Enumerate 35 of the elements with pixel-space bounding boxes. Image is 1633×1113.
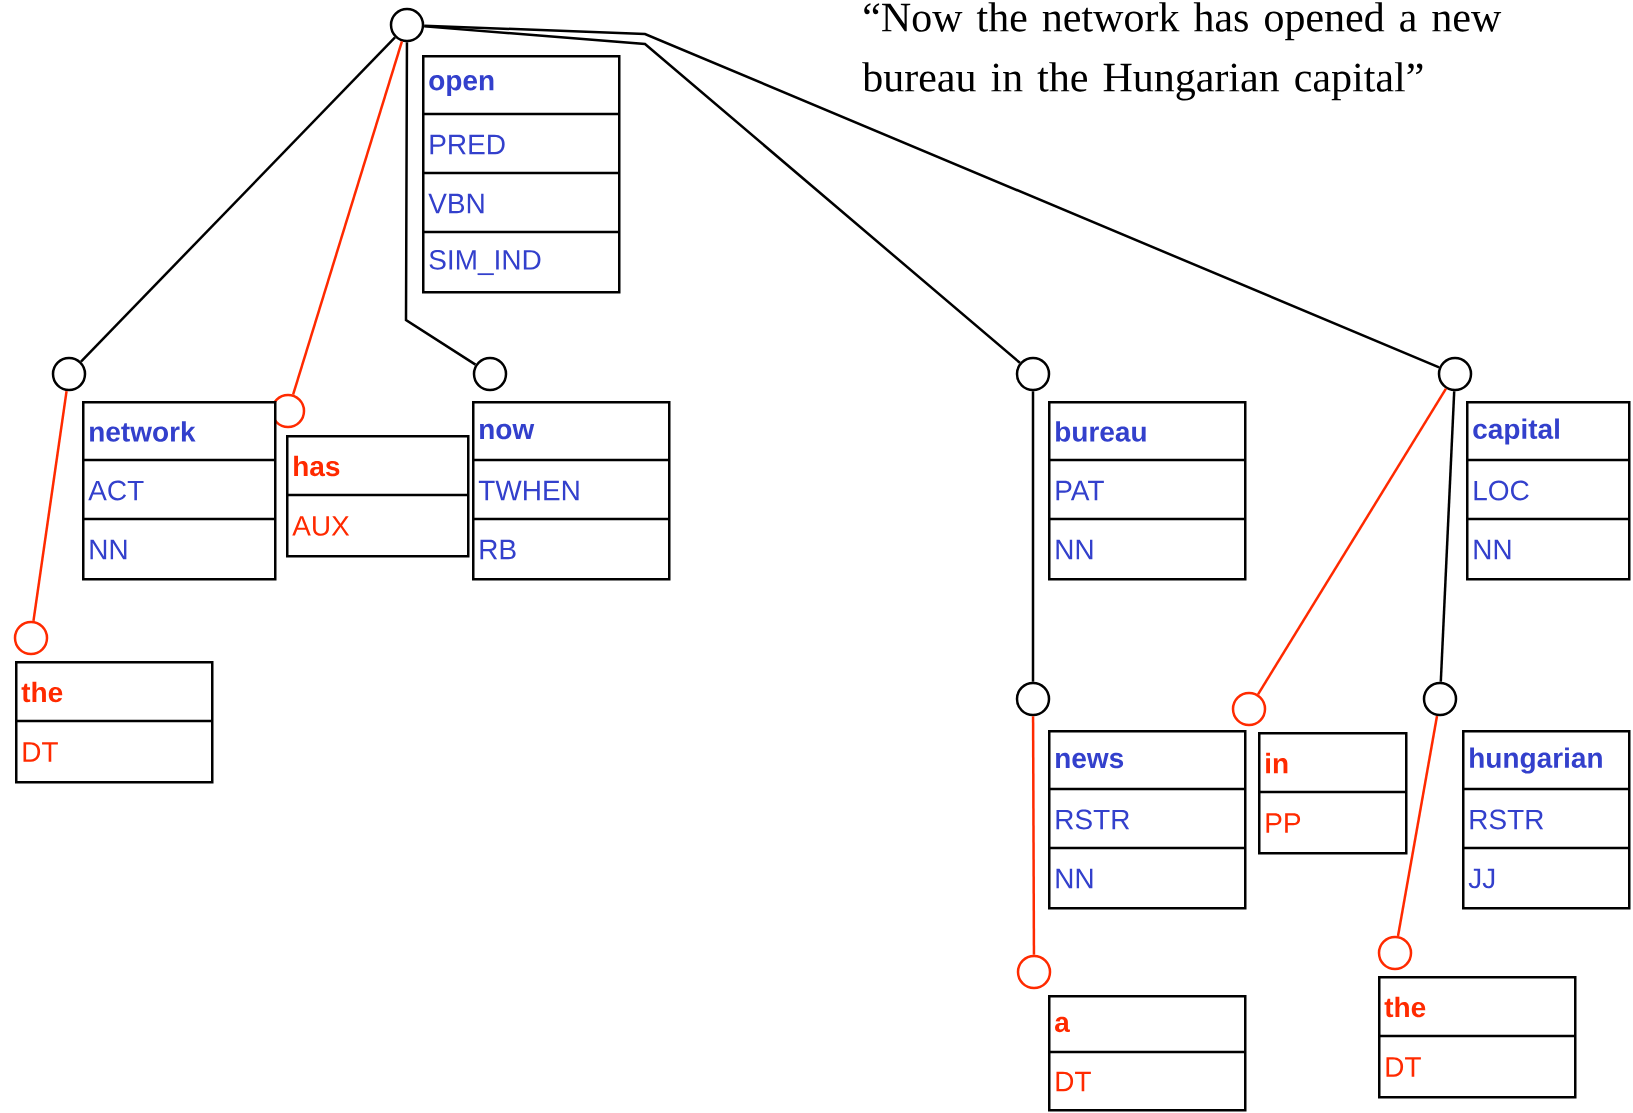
attribute-table: capital LOC NN — [1466, 401, 1631, 581]
tree-edge — [1257, 388, 1448, 695]
attribute-table: open PRED VBN SIM_IND — [422, 55, 621, 294]
tree-node-circle — [389, 7, 425, 43]
attribute-table: the DT — [15, 661, 214, 784]
attribute-table: bureau PAT NN — [1048, 401, 1247, 581]
tree-node-circle — [1437, 356, 1473, 392]
tree-edge — [1031, 716, 1036, 955]
tree-edge — [32, 390, 68, 622]
tree-edge — [424, 24, 1440, 369]
attribute-table: hungarian RSTR JJ — [1462, 730, 1631, 910]
tree-edge — [424, 25, 1021, 364]
tree-edge — [1031, 391, 1035, 682]
tree-node-circle — [1231, 691, 1267, 727]
attribute-table: the DT — [1378, 976, 1577, 1099]
attribute-table: in PP — [1258, 732, 1408, 855]
tree-node-circle — [1422, 681, 1458, 717]
tree-node-circle — [1015, 356, 1051, 392]
tree-edge — [1396, 715, 1439, 937]
tree-edge — [291, 41, 404, 395]
attribute-table: network ACT NN — [82, 401, 277, 581]
tree-node-circle — [1015, 681, 1051, 717]
attribute-table: a DT — [1048, 995, 1247, 1112]
tree-node-circle — [51, 356, 87, 392]
attribute-table: news RSTR NN — [1048, 730, 1247, 910]
attribute-table: now TWHEN RB — [472, 401, 671, 581]
title: “Now the network has opened a new bureau in the Hungarian capital” — [862, 2, 1502, 101]
tree-node-circle — [1377, 935, 1413, 971]
tree-node-circle — [472, 356, 508, 392]
tree-edge — [404, 42, 477, 366]
tree-node-circle — [13, 620, 49, 656]
tree-node-circle — [1016, 954, 1052, 990]
tree-edge — [80, 36, 396, 363]
tree-edge — [1439, 391, 1456, 682]
attribute-table: has AUX — [286, 435, 470, 558]
